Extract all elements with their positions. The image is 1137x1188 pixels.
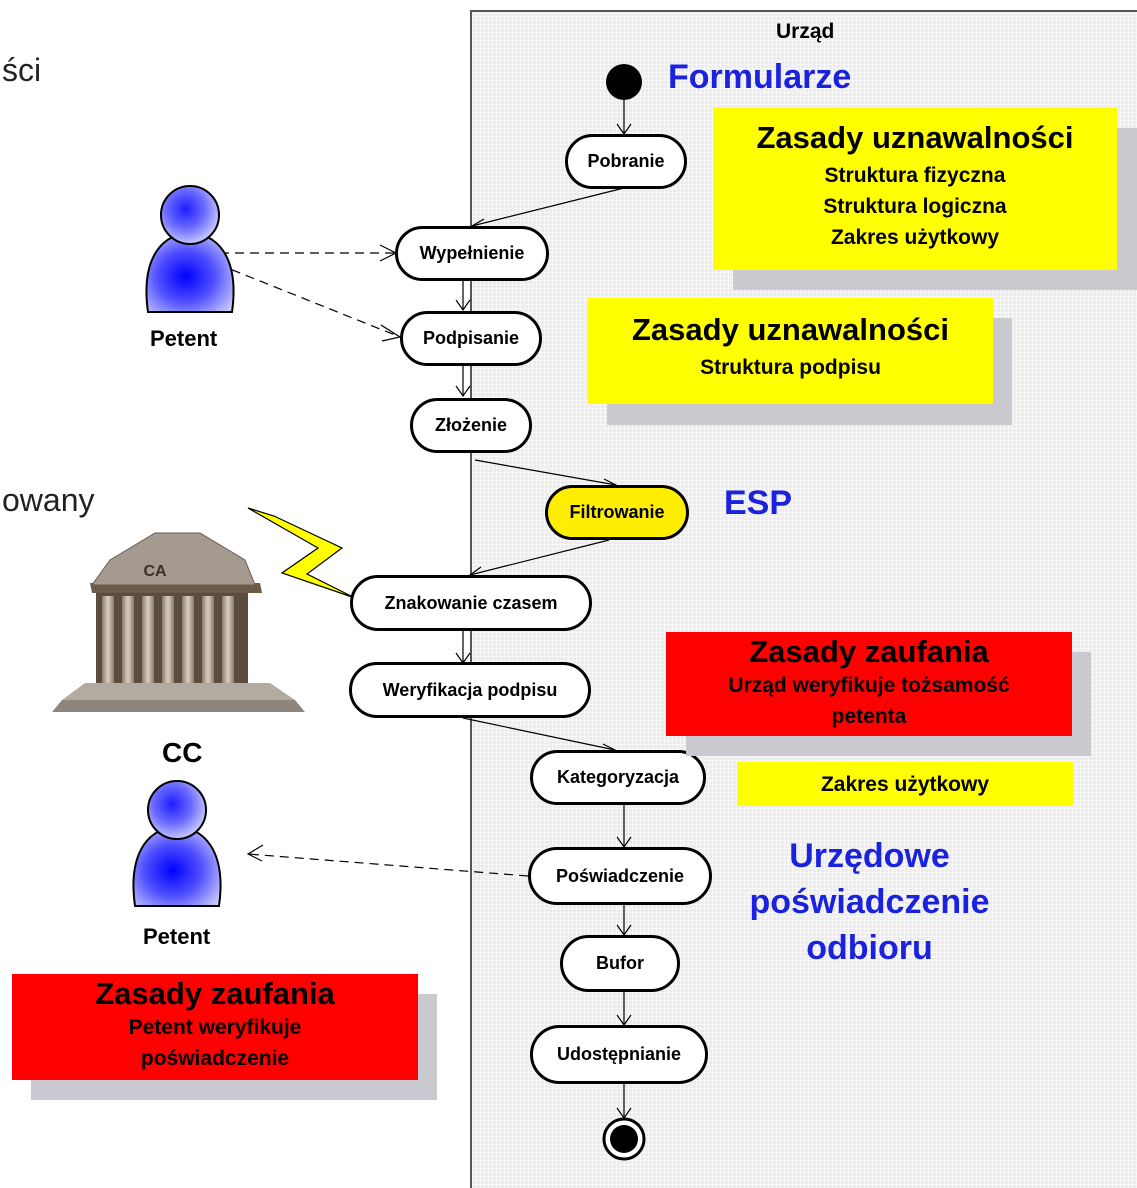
note-line: petenta [831,705,907,728]
partial-slide-text-2: owany [2,482,95,518]
urzedowe-line-2: poświadczenie [749,883,990,921]
note-line: Zakres użytkowy [820,773,990,796]
petent-label-bottom: Petent [143,924,211,949]
ca-building-icon [52,532,305,712]
note-zakres-uzytkowy: Zakres użytkowy [737,762,1073,806]
initial-state-icon [606,64,642,100]
activity-kategoryzacja: Kategoryzacja [530,750,706,805]
urzedowe-poswiadczenie-label: Urzędowe poświadczenie odbioru [727,833,1012,971]
note-zasady-uznawalnosci-2: Zasady uznawalności Struktura podpisu [588,298,993,404]
esp-label: ESP [724,484,793,522]
formularze-label: Formularze [668,58,852,96]
note-zasady-uznawalnosci-1: Zasady uznawalności Struktura fizyczna S… [713,108,1117,270]
partial-slide-text-1: ści [2,52,42,88]
note-zasady-zaufania-2: Zasady zaufania Petent weryfikuje poświa… [12,974,418,1080]
note-zasady-zaufania-1: Zasady zaufania Urząd weryfikuje tożsamo… [666,632,1072,736]
note-line: poświadczenie [140,1047,290,1070]
petent-label-top: Petent [150,326,218,351]
cc-label: CC [162,737,203,768]
note-title: Zasady uznawalności [756,120,1074,155]
note-line: Struktura fizyczna [824,164,1006,187]
note-line: Petent weryfikuje [128,1016,302,1039]
activity-zlozenie: Złożenie [410,398,532,453]
activity-poswiadczenie: Poświadczenie [528,847,712,905]
note-title: Zasady zaufania [749,634,989,669]
activity-udostepnianie: Udostępnianie [530,1025,708,1084]
lightning-bolt-icon [247,507,356,599]
activity-pobranie: Pobranie [565,134,687,189]
final-state-icon [602,1117,646,1161]
ca-inscription: CA [143,563,167,580]
note-line: Urząd weryfikuje tożsamość [728,674,1010,697]
petent-actor-icon [132,780,222,907]
note-line: Zakres użytkowy [830,226,1000,249]
activity-bufor: Bufor [560,935,680,992]
swimlane-title: Urząd [776,20,835,43]
note-title: Zasady uznawalności [632,312,949,347]
activity-wypelnienie: Wypełnienie [395,226,549,281]
petent-actor-icon [145,185,235,313]
urzedowe-line-1: Urzędowe [789,837,950,875]
activity-znakowanie-czasem: Znakowanie czasem [350,575,592,631]
activity-weryfikacja-podpisu: Weryfikacja podpisu [349,662,591,718]
activity-podpisanie: Podpisanie [400,311,542,366]
urzedowe-line-3: odbioru [806,929,933,967]
note-line: Struktura logiczna [823,195,1007,218]
activity-filtrowanie: Filtrowanie [545,485,689,540]
note-line: Struktura podpisu [700,356,881,379]
note-title: Zasady zaufania [95,976,335,1011]
